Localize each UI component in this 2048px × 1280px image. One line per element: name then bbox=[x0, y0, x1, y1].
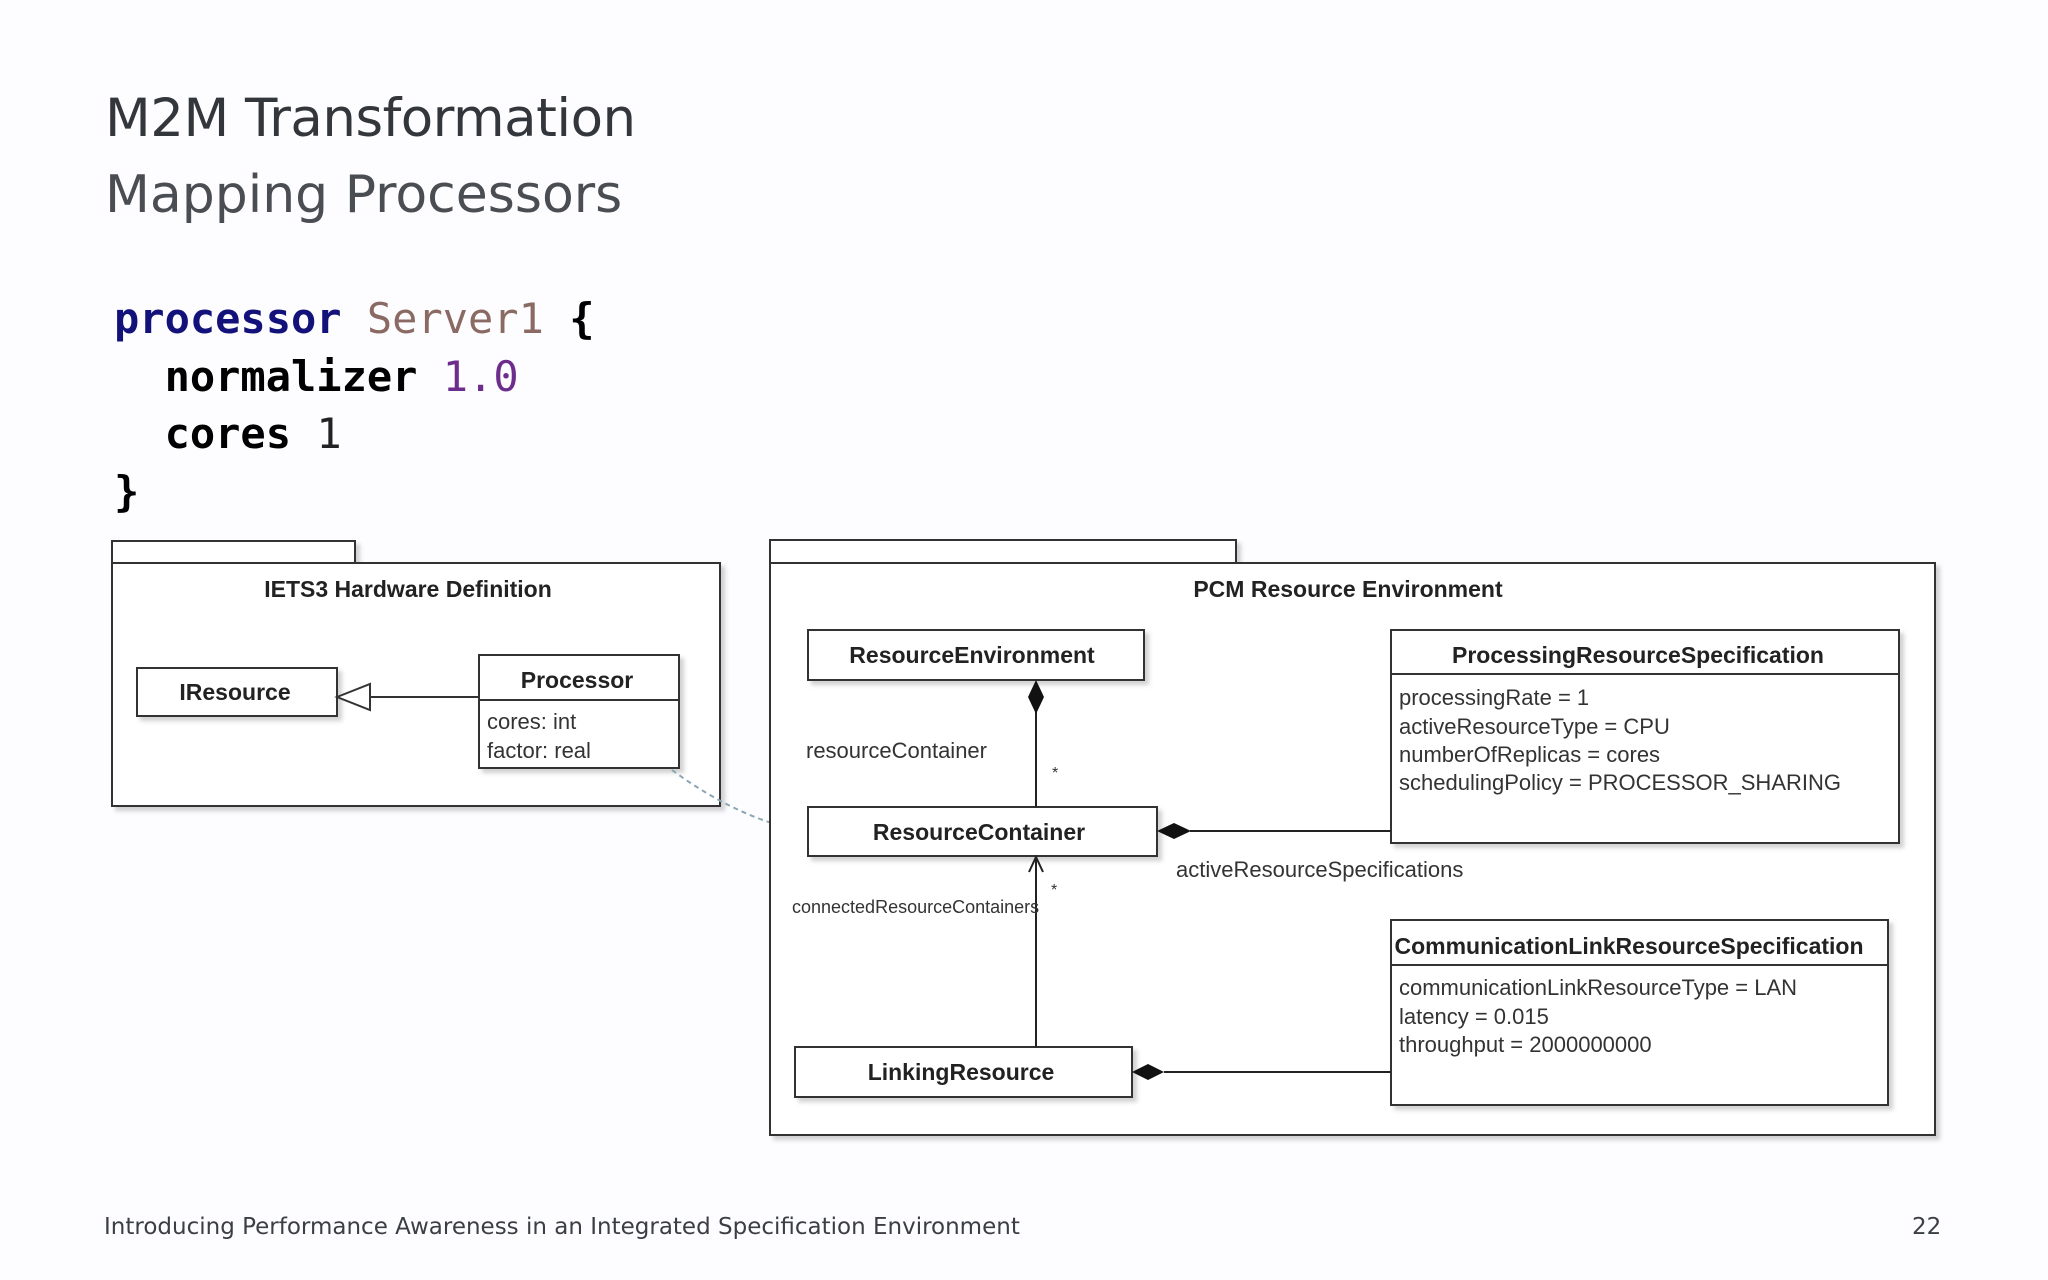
resource-container-class bbox=[807, 806, 1158, 857]
left-package: IETS3 Hardware Definition IResource Proc… bbox=[111, 540, 721, 807]
slide-title: M2M Transformation bbox=[105, 88, 636, 149]
processing-spec-attr-replicas: numberOfReplicas = cores bbox=[1399, 742, 1660, 767]
processor-attr-cores: cores: int bbox=[487, 709, 576, 734]
processing-spec-attr-policy: schedulingPolicy = PROCESSOR_SHARING bbox=[1399, 770, 1841, 795]
iresource-label: IResource bbox=[179, 679, 290, 705]
right-package-tab bbox=[769, 539, 1237, 564]
iresource-class bbox=[136, 667, 338, 717]
slide-subtitle: Mapping Processors bbox=[105, 165, 623, 225]
right-package-title: PCM Resource Environment bbox=[1193, 576, 1503, 602]
generalization-arrowhead bbox=[334, 682, 371, 712]
processor-label: Processor bbox=[521, 667, 634, 693]
code-keyword-processor: processor bbox=[114, 294, 342, 343]
code-keyword-cores: cores bbox=[164, 409, 292, 458]
role-resource-container: resourceContainer bbox=[806, 738, 987, 763]
code-close-brace: } bbox=[114, 466, 140, 516]
left-package-title: IETS3 Hardware Definition bbox=[264, 576, 552, 602]
code-processor-name: Server1 bbox=[366, 294, 544, 343]
multiplicity-connected: * bbox=[1051, 882, 1057, 899]
resource-environment-label: ResourceEnvironment bbox=[849, 642, 1095, 668]
mapping-dashed-line bbox=[671, 769, 808, 833]
processing-spec-label: ProcessingResourceSpecification bbox=[1452, 642, 1824, 668]
comm-spec-attr-throughput: throughput = 2000000000 bbox=[1399, 1032, 1652, 1057]
comm-spec-class bbox=[1390, 919, 1889, 1106]
comm-spec-label: CommunicationLinkResourceSpecification bbox=[1394, 933, 1863, 959]
role-connected-containers: connectedResourceContainers bbox=[792, 897, 1039, 917]
comm-spec-attr-type: communicationLinkResourceType = LAN bbox=[1399, 975, 1797, 1000]
processing-spec-class bbox=[1390, 629, 1900, 844]
slide-footer: Introducing Performance Awareness in an … bbox=[104, 1214, 1020, 1240]
linking-resource-label: LinkingResource bbox=[868, 1059, 1055, 1085]
code-block: processor Server1 { normalizer 1.0 cores… bbox=[114, 290, 594, 520]
page-number: 22 bbox=[1912, 1214, 1942, 1240]
code-normalizer-value: 1.0 bbox=[442, 351, 519, 401]
processor-class bbox=[478, 654, 680, 769]
association-arrowhead bbox=[1028, 854, 1044, 873]
composition-diamond-processing bbox=[1157, 823, 1191, 839]
role-active-specs: activeResourceSpecifications bbox=[1176, 857, 1463, 882]
processing-spec-attr-type: activeResourceType = CPU bbox=[1399, 714, 1670, 739]
multiplicity-resource-container: * bbox=[1052, 765, 1058, 782]
composition-diamond-comm bbox=[1132, 1064, 1164, 1080]
right-package: PCM Resource Environment ResourceEnviron… bbox=[769, 539, 1936, 1136]
resource-container-label: ResourceContainer bbox=[873, 819, 1085, 845]
comm-spec-attr-latency: latency = 0.015 bbox=[1399, 1004, 1549, 1029]
composition-diamond-container bbox=[1028, 680, 1044, 714]
code-keyword-normalizer: normalizer bbox=[164, 351, 418, 401]
code-cores-value: 1 bbox=[316, 409, 342, 458]
processor-attr-factor: factor: real bbox=[487, 738, 591, 763]
resource-environment-class bbox=[807, 629, 1145, 681]
linking-resource-class bbox=[794, 1046, 1133, 1098]
code-open-brace: { bbox=[569, 294, 595, 343]
left-package-tab bbox=[111, 540, 356, 564]
processing-spec-attr-rate: processingRate = 1 bbox=[1399, 685, 1589, 710]
